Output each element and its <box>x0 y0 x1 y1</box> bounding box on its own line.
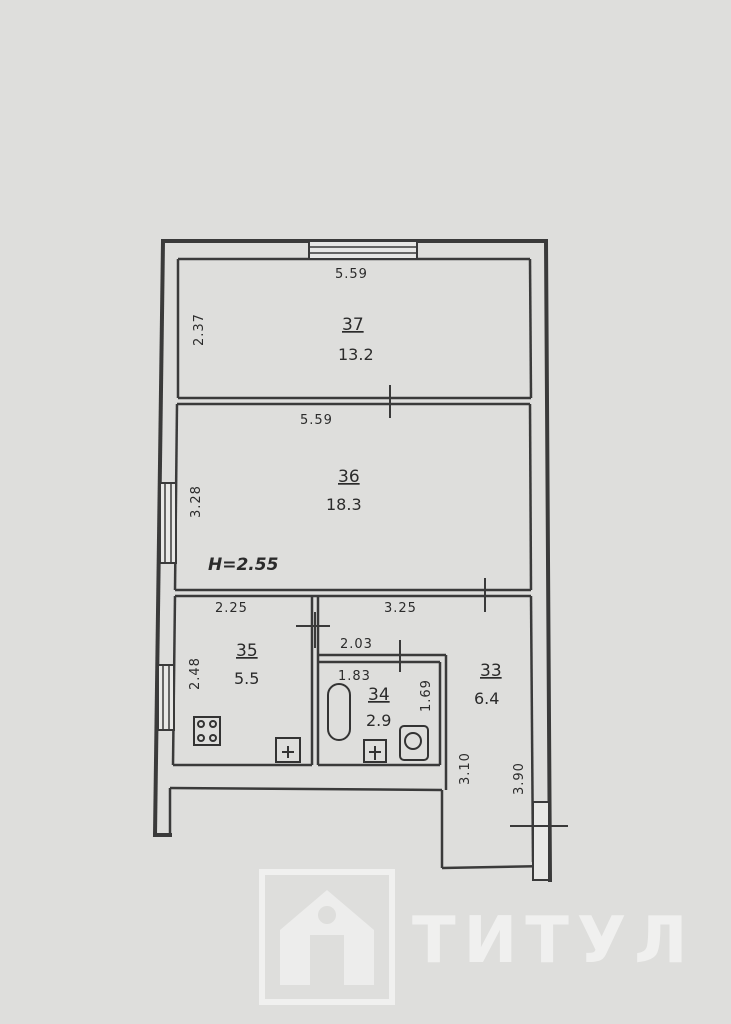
entrance-door <box>510 801 568 881</box>
bathroom-sink-icon <box>363 739 387 763</box>
room-33-area: 6.4 <box>474 689 499 708</box>
toilet-icon <box>399 725 429 761</box>
ceiling-height-label: H=2.55 <box>208 555 278 575</box>
kitchen-sink-icon <box>275 737 301 763</box>
dim-hall-inner: 3.10 <box>458 752 473 785</box>
dim-corridor-width: 3.25 <box>384 601 417 616</box>
room-37-number: 37 <box>342 315 364 335</box>
window-left-lower <box>157 664 175 731</box>
window-top <box>308 240 418 260</box>
stove-icon <box>193 716 221 746</box>
dim-r36-width: 5.59 <box>300 413 333 428</box>
watermark-text: ТИТУЛ <box>412 904 695 978</box>
room-36-number: 36 <box>338 467 360 487</box>
dim-bath-height: 1.69 <box>419 679 434 712</box>
dim-r35-height: 2.48 <box>188 657 203 690</box>
dim-r37-width: 5.59 <box>335 267 368 282</box>
door-markers <box>296 385 486 672</box>
room-34-number: 34 <box>368 685 390 705</box>
room-35-area: 5.5 <box>234 669 259 688</box>
room-34-area: 2.9 <box>366 711 391 730</box>
dim-r35-width: 2.25 <box>215 601 248 616</box>
dim-r36-height: 3.28 <box>189 485 204 518</box>
dim-hall-outer: 3.90 <box>512 762 527 795</box>
dim-bath-width: 1.83 <box>338 669 371 684</box>
room-33-number: 33 <box>480 661 502 681</box>
bathtub-icon <box>327 683 351 741</box>
interior-walls <box>173 396 531 790</box>
room-35-number: 35 <box>236 641 258 661</box>
dim-r37-height: 2.37 <box>192 313 207 346</box>
window-left-upper <box>159 482 177 564</box>
room-37-area: 13.2 <box>338 345 374 364</box>
dim-bath-top: 2.03 <box>340 637 373 652</box>
room-36-area: 18.3 <box>326 495 362 514</box>
house-key-logo <box>259 869 395 1005</box>
